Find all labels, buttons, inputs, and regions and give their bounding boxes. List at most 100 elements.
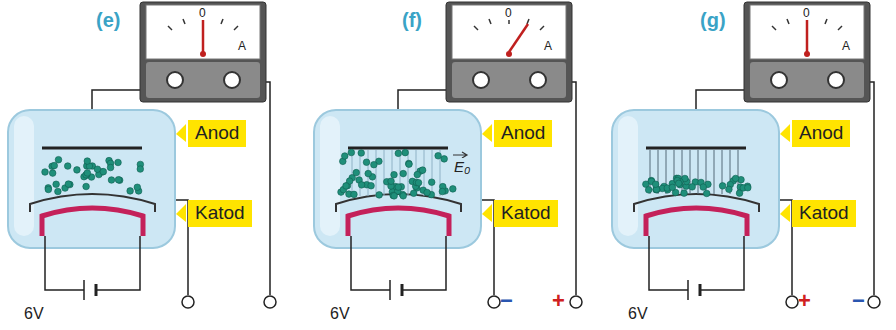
callout-box: Katod — [494, 200, 558, 227]
electron — [365, 170, 372, 177]
electron — [675, 180, 682, 187]
field-line — [432, 150, 433, 196]
panel-letter: (g) — [700, 10, 726, 30]
electron — [115, 159, 122, 166]
electron — [645, 187, 652, 194]
electron — [414, 171, 421, 178]
electron — [351, 191, 358, 198]
electron — [400, 193, 407, 200]
electron — [343, 183, 350, 190]
voltage-label: 6V — [330, 306, 350, 322]
callout-box: Katod — [188, 200, 252, 227]
electron — [726, 186, 733, 193]
electron — [358, 182, 365, 189]
electron — [55, 156, 62, 163]
electron — [719, 183, 726, 190]
electron — [390, 192, 397, 199]
panel-letter: (f) — [402, 10, 422, 30]
electron — [406, 161, 413, 168]
callout-text: Anod — [799, 123, 843, 144]
electron — [428, 179, 435, 186]
electron — [744, 184, 751, 191]
electron — [424, 189, 431, 196]
electron — [53, 181, 60, 188]
electron — [42, 169, 49, 176]
polarity-sign: − — [500, 290, 513, 312]
electron — [74, 167, 81, 174]
electron — [419, 167, 426, 174]
electron — [108, 177, 115, 184]
polarity-sign: + — [552, 290, 565, 312]
field-line — [384, 150, 385, 196]
electron — [405, 160, 412, 167]
field-line — [376, 150, 377, 196]
electron — [441, 156, 448, 163]
electron — [703, 190, 710, 197]
electron — [137, 166, 144, 173]
electron — [341, 153, 348, 160]
field-label: E₀ — [452, 158, 472, 175]
electron — [115, 176, 122, 183]
electron — [49, 170, 56, 177]
scale-zero: 0 — [199, 7, 206, 19]
electron — [395, 184, 402, 191]
electron — [689, 184, 696, 191]
scale-zero: 0 — [803, 7, 810, 19]
electron — [652, 181, 659, 188]
electron — [84, 170, 91, 177]
callout-text: Anod — [501, 123, 545, 144]
electron — [55, 188, 62, 195]
polarity-sign: + — [798, 290, 811, 312]
electron — [358, 150, 365, 157]
electron — [395, 150, 402, 157]
electron — [65, 181, 72, 188]
electron — [363, 159, 370, 166]
electron — [410, 190, 417, 197]
scale-zero: 0 — [505, 7, 512, 19]
electron — [435, 152, 442, 159]
electron — [100, 168, 107, 175]
voltage-label: 6V — [24, 306, 44, 322]
field-line — [408, 150, 409, 196]
electron — [700, 184, 707, 191]
electron — [64, 163, 71, 170]
voltage-label: 6V — [628, 306, 648, 322]
unit-label: A — [842, 40, 850, 52]
electron — [400, 170, 407, 177]
electron — [45, 186, 52, 193]
electron — [84, 158, 91, 165]
electron — [402, 149, 409, 156]
electron — [388, 178, 395, 185]
callout-box: Anod — [188, 120, 246, 147]
field-line — [714, 150, 715, 194]
unit-label: A — [544, 40, 552, 52]
field-line — [352, 150, 353, 196]
electron — [353, 169, 360, 176]
callout-box: Katod — [792, 200, 856, 227]
electron — [368, 182, 375, 189]
callout-box: Anod — [792, 120, 850, 147]
callout-text: Katod — [501, 203, 551, 224]
electron — [134, 184, 141, 191]
electron — [415, 179, 422, 186]
electron — [391, 193, 398, 200]
callout-text: Katod — [195, 203, 245, 224]
callout-box: Anod — [494, 120, 552, 147]
electron — [51, 162, 58, 169]
electron — [83, 183, 90, 190]
electron — [348, 149, 355, 156]
electron — [439, 188, 446, 195]
electron — [450, 186, 457, 193]
unit-label: A — [238, 40, 246, 52]
field-line — [698, 150, 699, 194]
electron — [732, 175, 739, 182]
electron — [371, 161, 378, 168]
electron — [127, 188, 134, 195]
callout-text: Katod — [799, 203, 849, 224]
callout-text: Anod — [195, 123, 239, 144]
panel-letter: (e) — [96, 10, 120, 30]
electron — [376, 192, 383, 199]
polarity-sign: − — [852, 290, 865, 312]
